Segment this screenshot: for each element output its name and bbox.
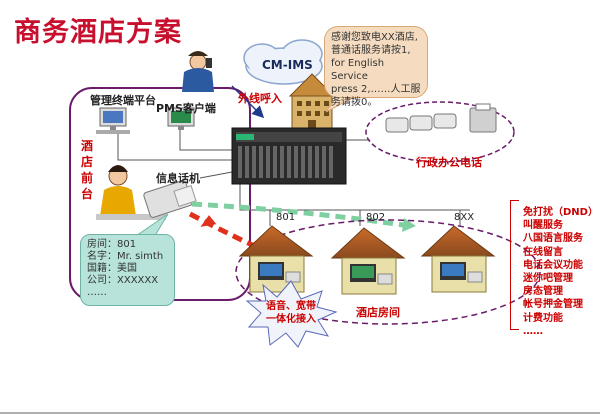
hotel-building-icon [288, 73, 336, 131]
office-phones-icon [385, 103, 497, 133]
info-phone-label: 信息话机 [156, 172, 200, 185]
service-item: 计费功能 [523, 312, 563, 324]
receptionist-icon [96, 165, 166, 220]
office-phones-enclosure [365, 101, 515, 163]
cloud-label: CM-IMS [262, 58, 313, 72]
pms-client-label: PMS客户端 [156, 102, 216, 115]
service-item: 在线留言 [523, 246, 563, 258]
room-802-house-icon [330, 227, 406, 295]
services-bracket [510, 200, 519, 330]
room-802-label: 802 [366, 212, 386, 223]
front-desk-char: 酒 [80, 139, 93, 153]
service-item: 电话会议功能 [523, 259, 583, 271]
guest-info-line: 名字：Mr. simth [87, 251, 164, 262]
front-desk-char: 前 [80, 171, 93, 185]
hotel-rooms-label: 酒店房间 [356, 306, 400, 319]
management-platform-label: 管理终端平台 [90, 94, 156, 107]
room-8xx-label: 8XX [454, 212, 475, 223]
service-item: …… [523, 325, 543, 337]
switch-rack-icon [231, 127, 347, 185]
room-801-house-icon [238, 225, 314, 293]
voice-broadband-starburst [245, 280, 338, 348]
guest-info-box: 房间：801 名字：Mr. simth 国籍：美国 公司：XXXXXX …… [80, 234, 175, 306]
page-title: 商务酒店方案 [14, 17, 182, 48]
guest-info-line: …… [87, 287, 107, 298]
front-desk-char: 台 [80, 187, 93, 201]
speech-line: for English Service [331, 58, 385, 82]
service-item: 八国语言服务 [523, 233, 583, 245]
office-phone-label: 行政办公电话 [416, 156, 482, 169]
services-list: 免打扰（DND） 叫醒服务 八国语言服务 在线留言 电话会议功能 迷你吧管理 房… [523, 206, 598, 338]
speech-line: press 2,……人工服 [331, 84, 421, 95]
front-desk-char: 店 [80, 155, 93, 169]
voice-broadband-line: 一体化接入 [266, 314, 316, 325]
info-phone-icon [143, 180, 197, 218]
hotel-rooms-enclosure [235, 219, 541, 325]
service-item: 迷你吧管理 [523, 273, 573, 285]
service-item: 房态管理 [523, 286, 563, 298]
management-pc-icon [96, 107, 130, 134]
speech-line: 普通话服务请按1, [331, 45, 411, 56]
front-desk-label: 酒 店 前 台 [80, 138, 94, 202]
room-8xx-house-icon [420, 225, 496, 293]
service-item: 叫醒服务 [523, 220, 563, 232]
pms-pc-icon [167, 107, 195, 130]
connection-lines [117, 128, 470, 226]
bottom-rule [0, 412, 600, 414]
voice-broadband-line: 语音、宽带 [266, 301, 316, 312]
guest-info-line: 房间：801 [87, 239, 137, 250]
voice-broadband-label: 语音、宽带 一体化接入 [266, 300, 316, 326]
speech-line: 感谢您致电XX酒店, [331, 32, 418, 43]
ivr-speech-bubble: 感谢您致电XX酒店, 普通话服务请按1, for English Service… [324, 26, 428, 108]
external-call-arrow [231, 85, 265, 119]
service-item: 免打扰（DND） [523, 207, 598, 218]
external-call-label: 外线呼入 [238, 92, 282, 105]
cloud-icon [243, 39, 323, 85]
guest-info-line: 公司：XXXXXX [87, 275, 159, 286]
caller-person-icon [182, 51, 214, 92]
service-item: 帐号押金管理 [523, 299, 583, 311]
green-dashed-arrow [191, 201, 411, 229]
room-801-label: 801 [276, 212, 296, 223]
guest-info-line: 国籍：美国 [87, 263, 137, 274]
speech-line: 务请拨0。 [331, 97, 378, 108]
